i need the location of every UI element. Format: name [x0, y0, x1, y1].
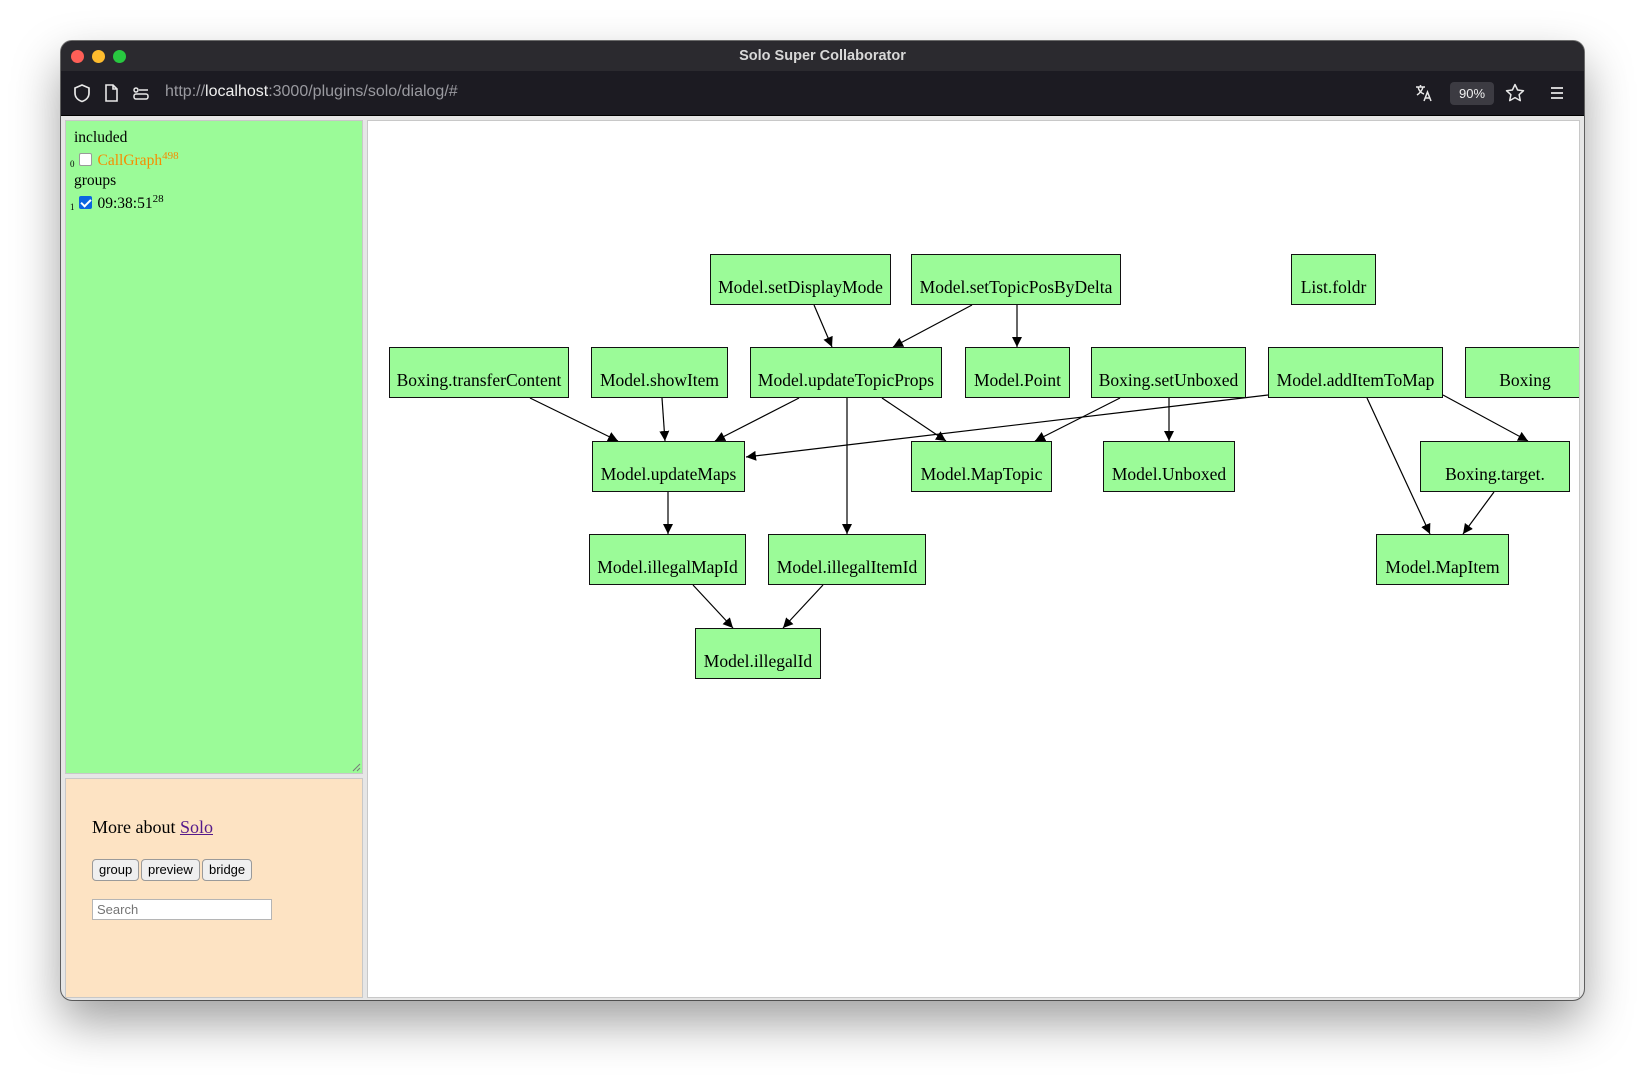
bookmark-star-icon[interactable] — [1504, 82, 1526, 104]
graph-node-targetCut[interactable]: Boxing.target. — [1420, 441, 1570, 492]
graph-node-illegalId[interactable]: Model.illegalId — [695, 628, 821, 679]
group-item[interactable]: 1 09:38:5128 — [70, 193, 164, 213]
window-title: Solo Super Collaborator — [739, 48, 906, 64]
info-panel: More about Solo group preview bridge Sea… — [65, 778, 363, 998]
more-about-text: More about Solo — [92, 817, 213, 838]
translate-icon[interactable] — [1413, 82, 1435, 104]
edge-setTopicPosByDelta-to-updateTopicProps — [892, 304, 973, 348]
graph-node-unboxed[interactable]: Model.Unboxed — [1103, 441, 1235, 492]
edge-illegalMapId-to-illegalId — [692, 584, 734, 629]
group-count: 28 — [152, 193, 164, 205]
edge-showItem-to-updateMaps — [659, 397, 670, 442]
edge-illegalItemId-to-illegalId — [782, 584, 824, 629]
permissions-icon[interactable] — [130, 82, 152, 104]
group-checkbox[interactable] — [78, 196, 92, 210]
edge-setUnboxed-to-mapTopic — [1034, 397, 1121, 442]
resize-grip-icon[interactable] — [351, 762, 361, 772]
search-input[interactable]: Search — [92, 899, 272, 920]
graph-node-mapTopic[interactable]: Model.MapTopic — [911, 441, 1052, 492]
navigation-bar: http://localhost:3000/plugins/solo/dialo… — [61, 71, 1584, 116]
edge-updateTopicProps-to-updateMaps — [714, 397, 800, 442]
edge-addItemToMap-to-targetCut — [1442, 394, 1529, 442]
page-icon[interactable] — [100, 82, 122, 104]
graph-node-transferContent[interactable]: Boxing.transferContent — [389, 347, 569, 398]
graph-node-addItemToMap[interactable]: Model.addItemToMap — [1268, 347, 1443, 398]
hamburger-menu-icon[interactable] — [1546, 82, 1568, 104]
included-heading: included — [74, 129, 128, 146]
graph-node-illegalMapId[interactable]: Model.illegalMapId — [589, 534, 746, 585]
graph-node-illegalItemId[interactable]: Model.illegalItemId — [768, 534, 926, 585]
more-about-prefix: More about — [92, 817, 180, 837]
graph-node-setUnboxed[interactable]: Boxing.setUnboxed — [1091, 347, 1246, 398]
shield-icon[interactable] — [71, 82, 93, 104]
preview-button[interactable]: preview — [141, 859, 200, 881]
callgraph-label[interactable]: CallGraph — [97, 152, 163, 170]
call-graph-canvas[interactable]: Model.setDisplayMode Model.setTopicPosByD… — [367, 120, 1580, 998]
page-content: included 0 CallGraph498 groups 1 09:38:512… — [61, 116, 1584, 1000]
graph-node-updateMaps[interactable]: Model.updateMaps — [592, 441, 745, 492]
graph-node-setDisplayMode[interactable]: Model.setDisplayMode — [710, 254, 891, 305]
graph-node-mapItem[interactable]: Model.MapItem — [1376, 534, 1509, 585]
edge-updateTopicProps-to-mapTopic — [881, 397, 947, 442]
graph-node-setTopicPosByDelta[interactable]: Model.setTopicPosByDelta — [911, 254, 1121, 305]
group-label[interactable]: 09:38:51 — [97, 195, 153, 213]
item-index: 0 — [70, 159, 75, 170]
graph-node-showItem[interactable]: Model.showItem — [591, 347, 728, 398]
item-index: 1 — [70, 202, 75, 213]
graph-node-updateTopicProps[interactable]: Model.updateTopicProps — [750, 347, 942, 398]
url-path: :3000/plugins/solo/dialog/# — [268, 83, 458, 100]
zoom-level-badge[interactable]: 90% — [1450, 82, 1494, 105]
title-bar: Solo Super Collaborator — [61, 41, 1584, 71]
url-host: localhost — [205, 83, 269, 100]
edge-addItemToMap-to-updateMaps — [745, 394, 1269, 461]
bridge-button[interactable]: bridge — [202, 859, 253, 881]
edge-addItemToMap-to-mapItem — [1366, 397, 1431, 535]
callgraph-checkbox[interactable] — [78, 153, 92, 167]
edge-transferContent-to-updateMaps — [529, 397, 619, 442]
address-bar[interactable]: http://localhost:3000/plugins/solo/dialo… — [165, 83, 458, 101]
call-graph-edges — [529, 304, 1529, 629]
maximize-window-button[interactable] — [113, 50, 126, 63]
group-button[interactable]: group — [92, 859, 140, 881]
sidebar-list-panel: included 0 CallGraph498 groups 1 09:38:512… — [65, 120, 363, 774]
included-item-callgraph[interactable]: 0 CallGraph498 — [70, 150, 179, 170]
graph-node-point[interactable]: Model.Point — [965, 347, 1070, 398]
url-scheme: http:// — [165, 83, 206, 100]
graph-node-foldr[interactable]: List.foldr — [1291, 254, 1376, 305]
close-window-button[interactable] — [71, 50, 84, 63]
edge-targetCut-to-mapItem — [1462, 491, 1495, 535]
minimize-window-button[interactable] — [92, 50, 105, 63]
graph-node-boxingCut[interactable]: Boxing — [1465, 347, 1579, 398]
callgraph-count: 498 — [162, 150, 179, 162]
edge-setDisplayMode-to-updateTopicProps — [813, 304, 833, 348]
solo-link[interactable]: Solo — [179, 817, 213, 837]
groups-heading: groups — [74, 172, 117, 189]
browser-window: Solo Super Collaborator http://localhost… — [61, 41, 1584, 1000]
